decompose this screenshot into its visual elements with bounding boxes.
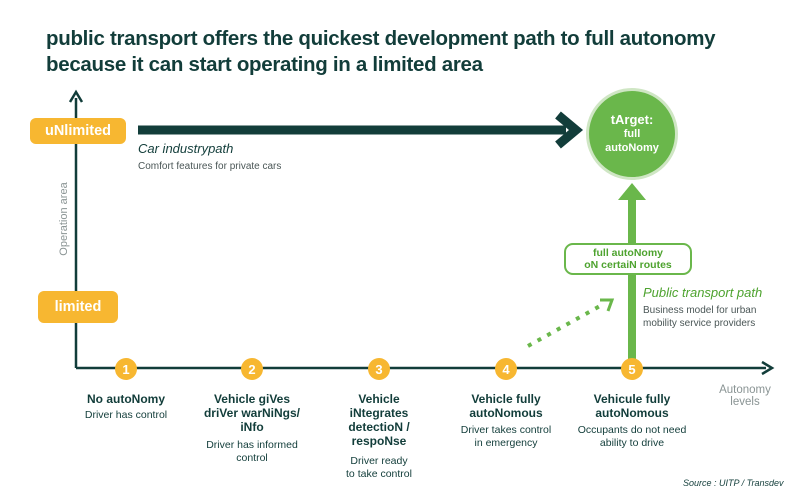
- level-description-line: Driver has control: [84, 409, 168, 421]
- level-title: Vehicule fully autoNomous: [567, 392, 697, 420]
- x-axis-arrowhead: [761, 360, 775, 376]
- level-title: Vehicle fully autoNomous: [441, 392, 571, 420]
- car-path-arrowhead: [555, 111, 584, 149]
- level-number: 5: [621, 358, 643, 380]
- limited-label: limited: [54, 299, 102, 315]
- level-title: Vehicle giVes driVer warNiNgs/ iNfo: [187, 392, 317, 434]
- level-title-line: Vehicle fully: [471, 392, 541, 406]
- level-number: 1: [115, 358, 137, 380]
- x-axis-label: Autonomy levels: [705, 384, 785, 408]
- level-description-line: ability to drive: [599, 437, 665, 449]
- level-description: Driver has control: [61, 409, 191, 422]
- x-axis-label-line1: Autonomy: [719, 384, 771, 396]
- level-title-line: autoNomous: [469, 406, 543, 420]
- level-description-line: Driver has informed: [206, 439, 298, 451]
- level-description: Occupants do not need ability to drive: [567, 424, 697, 450]
- source-note: Source : UITP / Transdev: [683, 478, 784, 488]
- level-description-line: in emergency: [474, 437, 538, 449]
- level-description-line: Driver ready: [350, 455, 408, 467]
- level-title: Vehicle iNtegrates detectioN / respoNse: [314, 392, 444, 448]
- level-description-line: Occupants do not need: [577, 424, 687, 436]
- pt-path-subtitle: Business model for urban mobility servic…: [643, 304, 756, 330]
- level-title-line: driVer warNiNgs/: [203, 406, 301, 420]
- page-title: public transport offers the quickest dev…: [46, 27, 716, 76]
- pt-path-dotted-arrowhead: [600, 298, 615, 312]
- level-title-line: Vehicle: [358, 392, 400, 406]
- level-title-line: Vehicle giVes: [213, 392, 291, 406]
- level-title: No autoNomy: [61, 392, 191, 406]
- level-description: Driver takes control in emergency: [441, 424, 571, 450]
- level-description-line: Driver takes control: [460, 424, 552, 436]
- pt-box-line1: full autoNomy: [593, 247, 663, 259]
- pt-path-upper-arrowhead: [618, 183, 646, 200]
- target-line3: autoNomy: [605, 142, 659, 154]
- y-axis-arrowhead: [68, 89, 84, 103]
- level-number: 4: [495, 358, 517, 380]
- car-path-title: Car industrypath: [138, 141, 234, 156]
- unlimited-badge: uNlimited: [30, 118, 126, 144]
- level-description: Driver ready to take control: [314, 455, 444, 481]
- y-axis-label: Operation area: [58, 182, 70, 256]
- level-description: Driver has informed control: [187, 439, 317, 465]
- level-title-line: Vehicule fully: [593, 392, 671, 406]
- pt-box-line2: oN certaiN routes: [584, 259, 672, 271]
- level-title-line: autoNomous: [595, 406, 669, 420]
- level-title-line: iNfo: [240, 420, 264, 434]
- pt-path-subtitle-line2: mobility service providers: [643, 318, 756, 329]
- level-description-line: to take control: [346, 468, 412, 480]
- target-line1: tArget:: [610, 112, 654, 127]
- level-number: 2: [241, 358, 263, 380]
- pt-path-title: Public transport path: [643, 285, 763, 300]
- level-title-line: respoNse: [351, 434, 407, 448]
- level-number: 3: [368, 358, 390, 380]
- level-title-line: No autoNomy: [87, 392, 165, 406]
- limited-badge: limited: [38, 291, 118, 323]
- pt-path-dotted-trend: [527, 304, 601, 348]
- level-title-line: iNtegrates: [349, 406, 409, 420]
- target-circle: tArget: full autoNomy: [586, 88, 678, 180]
- unlimited-label: uNlimited: [44, 123, 112, 139]
- pt-path-subtitle-line1: Business model for urban: [643, 305, 757, 316]
- full-autonomy-routes-box: full autoNomy oN certaiN routes: [564, 243, 692, 275]
- target-line2: full: [623, 128, 641, 140]
- car-path-subtitle: Comfort features for private cars: [138, 161, 282, 172]
- level-title-line: detectioN /: [348, 420, 410, 434]
- level-description-line: control: [236, 452, 268, 464]
- x-axis-label-line2: levels: [730, 396, 760, 408]
